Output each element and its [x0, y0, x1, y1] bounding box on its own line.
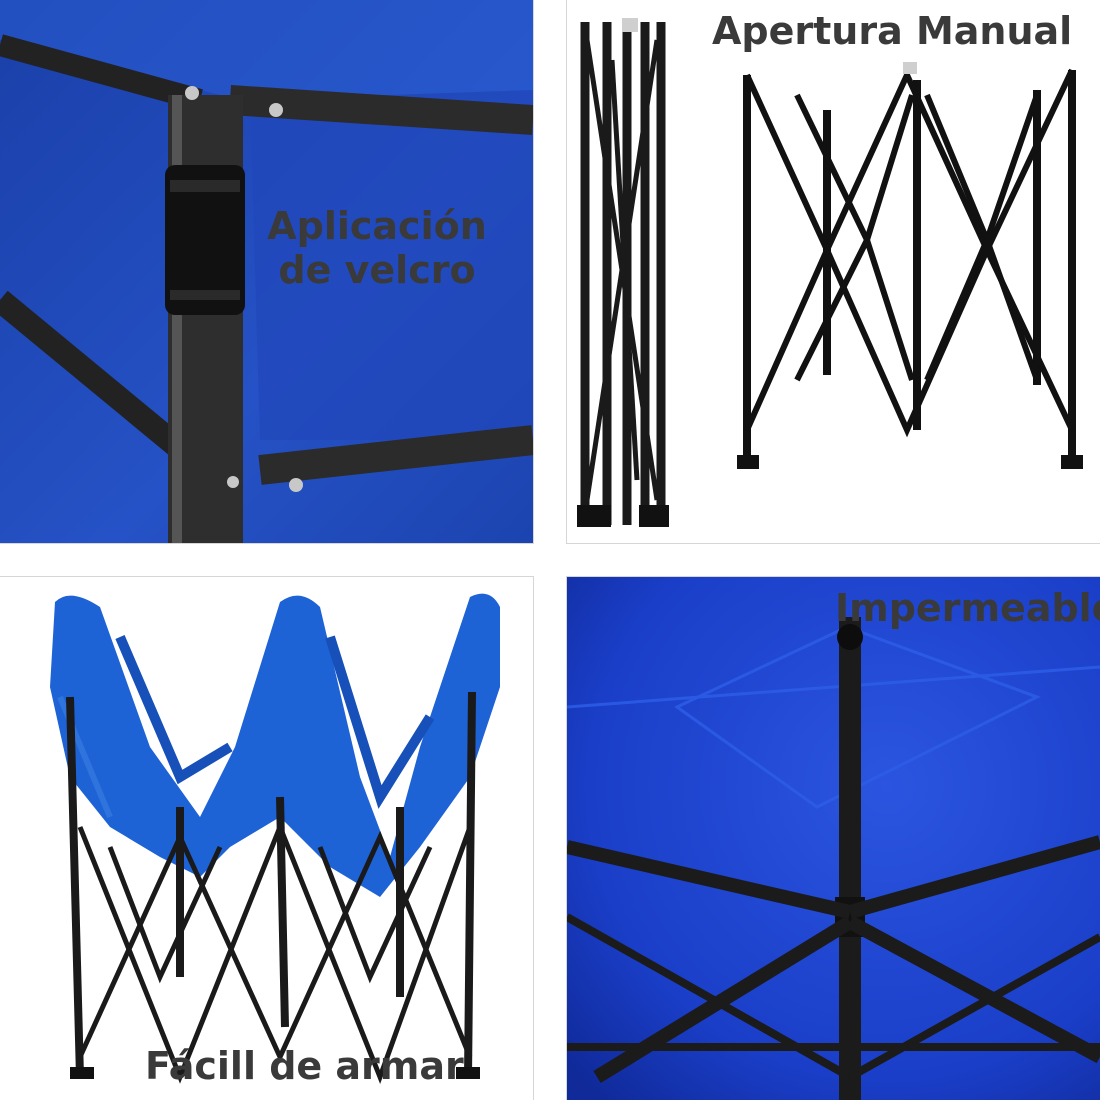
waterproof-caption: Impermeable	[835, 586, 1100, 630]
manual-opening-caption: Apertura Manual	[712, 9, 1073, 53]
folding-frame-photo	[577, 18, 1083, 527]
easy-assembly-caption: Fácill de armar	[145, 1044, 464, 1088]
velcro-closeup-panel: Aplicación de velcro	[0, 0, 533, 543]
waterproof-panel: Impermeable	[567, 577, 1100, 1100]
waterproof-canopy-photo	[567, 577, 1100, 1100]
canopy-frame-photo	[50, 593, 500, 1085]
easy-assembly-panel: Fácill de armar	[0, 577, 533, 1100]
manual-opening-panel: Apertura Manual	[567, 0, 1100, 543]
velcro-closeup-photo	[0, 0, 533, 543]
velcro-caption: Aplicación de velcro	[267, 204, 487, 292]
